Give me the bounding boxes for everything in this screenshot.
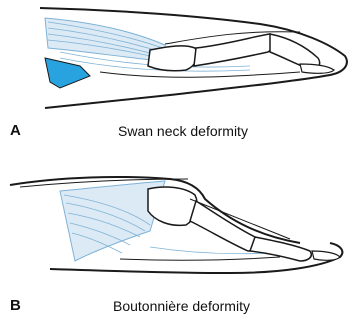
proximal-phalanx-bone — [148, 46, 197, 71]
middle-phalanx-bone — [194, 34, 274, 66]
panel-caption-b: Boutonnière deformity — [113, 298, 250, 314]
distal-phalanx-bone — [250, 237, 311, 261]
flexor-tendon-line — [120, 257, 280, 260]
panel-letter-a: A — [10, 122, 21, 139]
panel-caption-a: Swan neck deformity — [118, 123, 248, 139]
fingernail — [300, 64, 334, 73]
panel-a: A Swan neck deformity — [0, 0, 354, 161]
panel-b: B Boutonnière deformity — [0, 161, 354, 322]
flexor-tendon-line — [100, 72, 300, 77]
fingernail — [312, 251, 340, 260]
boutonniere-finger-illustration — [0, 161, 354, 296]
panel-letter-b: B — [10, 297, 21, 314]
swan-neck-finger-illustration — [0, 0, 354, 125]
